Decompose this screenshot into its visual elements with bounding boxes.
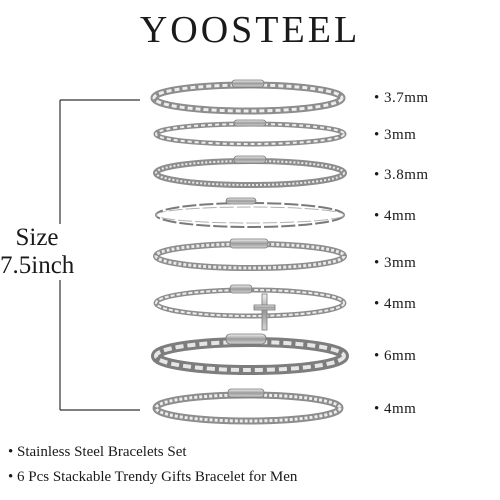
size-label: Size 7.5inch (0, 224, 74, 280)
bracelet-1 (150, 79, 346, 115)
bracelet-3 (153, 155, 347, 188)
bracelet-8 (152, 388, 344, 425)
size-label-title: Size (15, 224, 59, 251)
size-label-value: 7.5inch (0, 252, 75, 279)
feature-line-2: • 6 Pcs Stackable Trendy Gifts Bracelet … (8, 469, 298, 485)
feature-line-1: • Stainless Steel Bracelets Set (8, 444, 187, 460)
bracelet-7 (151, 333, 349, 375)
bracelet-6 (153, 284, 347, 331)
width-label-4: • 4mm (374, 208, 417, 224)
bracelet-5 (153, 238, 347, 271)
width-label-3: • 3.8mm (374, 167, 429, 183)
width-label-7: • 6mm (374, 348, 417, 364)
brand-title: YOOSTEEL (139, 9, 361, 51)
width-label-8: • 4mm (374, 401, 417, 417)
width-label-6: • 4mm (374, 296, 417, 312)
bracelet-2 (153, 119, 347, 147)
width-label-2: • 3mm (374, 127, 417, 143)
width-label-5: • 3mm (374, 255, 417, 271)
width-label-1: • 3.7mm (374, 90, 429, 106)
bracelet-4 (155, 197, 345, 228)
